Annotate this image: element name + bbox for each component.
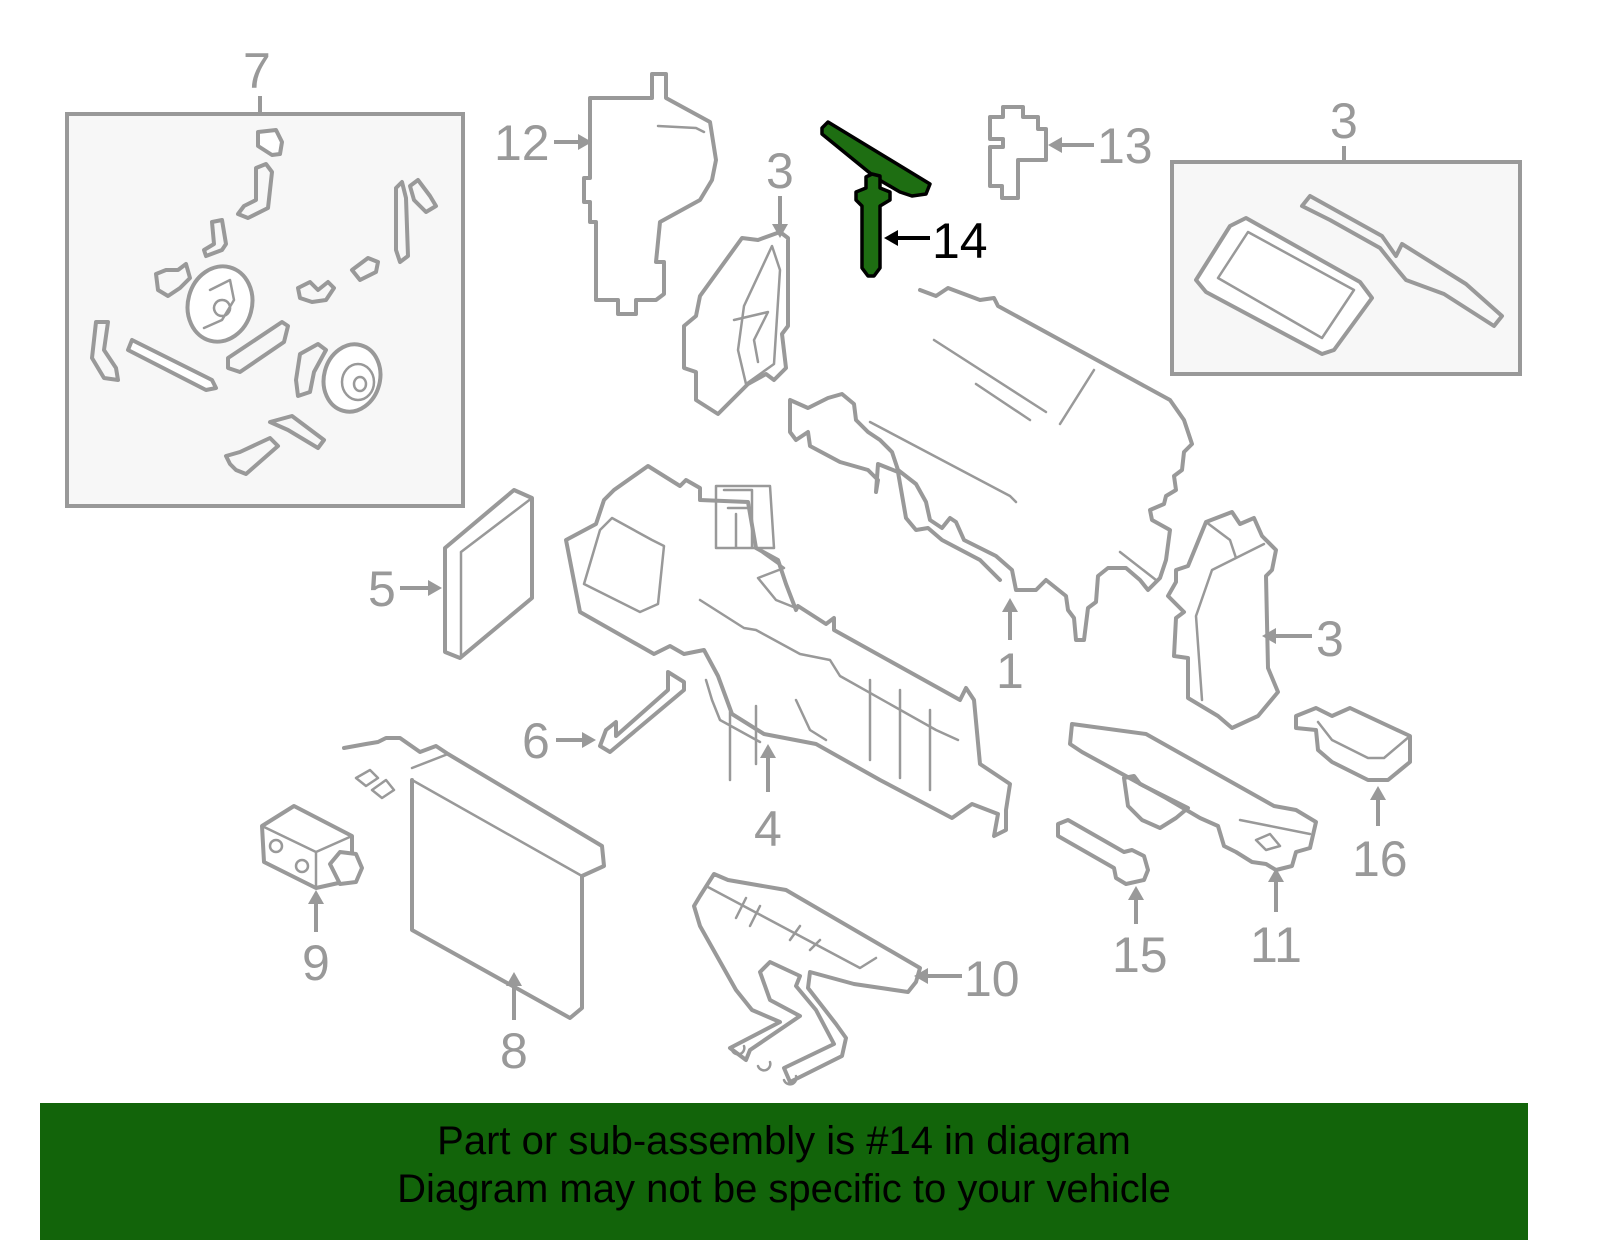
part-13[interactable]: 13 xyxy=(988,105,1153,200)
callout-5: 5 xyxy=(368,561,396,617)
part-10[interactable]: 10 xyxy=(692,872,1020,1086)
part-2-kit[interactable]: 3 xyxy=(1170,93,1522,376)
part-8[interactable]: 8 xyxy=(342,736,606,1079)
callout-15: 15 xyxy=(1112,927,1168,983)
callout-10: 10 xyxy=(964,951,1020,1007)
part-9[interactable]: 9 xyxy=(260,804,364,991)
callout-14: 14 xyxy=(932,213,988,269)
part-4[interactable]: 4 xyxy=(564,464,1012,857)
part-16[interactable]: 16 xyxy=(1294,706,1412,887)
callout-3a: 3 xyxy=(766,143,794,199)
callout-16: 16 xyxy=(1352,831,1408,887)
callout-2: 3 xyxy=(1330,93,1358,149)
parts-diagram: 7 12 13 3 xyxy=(65,43,1522,1086)
part-14-highlighted[interactable]: 14 xyxy=(820,120,988,278)
callout-4: 4 xyxy=(754,801,782,857)
part-5[interactable]: 5 xyxy=(368,488,534,660)
callout-13: 13 xyxy=(1097,118,1153,174)
part-7-box xyxy=(65,112,465,508)
callout-3b: 3 xyxy=(1316,611,1344,667)
part-15[interactable]: 15 xyxy=(1056,818,1168,983)
info-banner: Part or sub-assembly is #14 in diagram D… xyxy=(40,1103,1528,1240)
part-7-kit[interactable]: 7 xyxy=(65,43,465,508)
part-1[interactable]: 1 xyxy=(788,286,1194,699)
callout-11: 11 xyxy=(1250,917,1302,973)
callout-1: 1 xyxy=(996,643,1024,699)
callout-6: 6 xyxy=(522,713,550,769)
part-3-right[interactable]: 3 xyxy=(1166,510,1344,730)
part-11[interactable]: 11 xyxy=(1068,722,1318,973)
part-3-left[interactable]: 3 xyxy=(682,143,794,416)
callout-9: 9 xyxy=(302,935,330,991)
callout-7: 7 xyxy=(243,43,271,99)
callout-12: 12 xyxy=(494,115,550,171)
callout-8: 8 xyxy=(500,1023,528,1079)
part-6[interactable]: 6 xyxy=(522,670,686,769)
banner-line-2: Diagram may not be specific to your vehi… xyxy=(397,1167,1171,1211)
banner-line-1: Part or sub-assembly is #14 in diagram xyxy=(437,1119,1131,1163)
part-12[interactable]: 12 xyxy=(494,72,718,316)
